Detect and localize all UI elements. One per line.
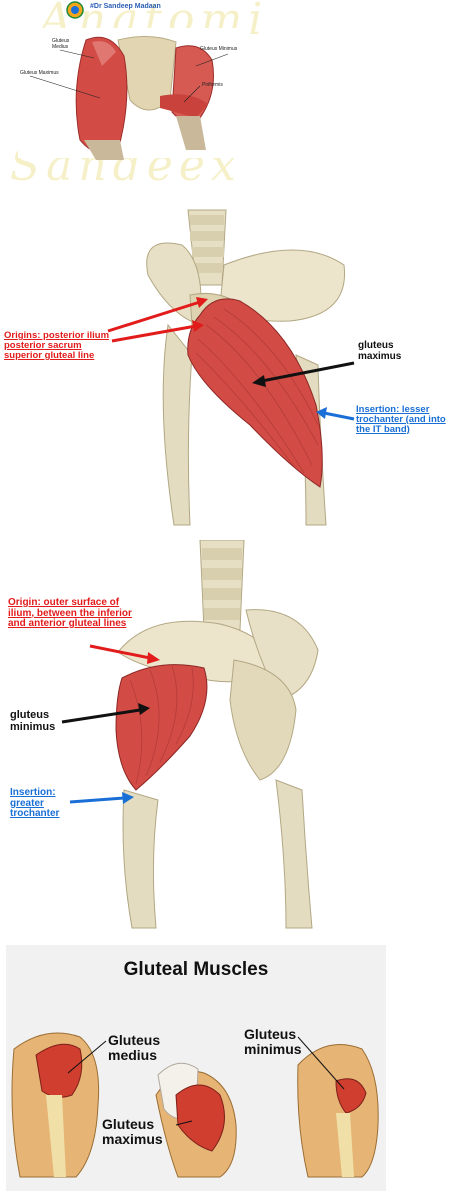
- label-origin-maximus: Origins: posterior ilium posterior sacru…: [4, 330, 110, 361]
- panel-gluteal-muscles-summary: Gluteal Muscles Gluteus medius Gluteus m…: [6, 945, 386, 1191]
- gluteus-minimus-illustration: [61, 540, 319, 929]
- label-insertion-minimus: Insertion: greater trochanter: [10, 787, 60, 819]
- label-origin-minimus: Origin: outer surface of ilium, between …: [8, 597, 132, 629]
- label-insertion-maximus: Insertion: lesser trochanter (and into t…: [356, 404, 446, 435]
- panel-gluteal-overview: Anatomi Sandeex #Dr Sandeep Madaan Glute…: [0, 0, 467, 200]
- credit-text: #Dr Sandeep Madaan: [90, 3, 161, 10]
- label-gluteus-maximus: gluteus maximus: [358, 340, 402, 362]
- label-gluteus-medius: Gluteus medius: [108, 1032, 161, 1063]
- panel-gluteus-minimus: Origin: outer surface of ilium, between …: [0, 540, 467, 930]
- label-gluteus-medius-small: Gluteus Medius: [52, 38, 70, 50]
- label-piriformis-small: Piriformis: [202, 82, 223, 88]
- summary-title: Gluteal Muscles: [123, 959, 269, 980]
- panel-gluteus-maximus: Origins: posterior ilium posterior sacru…: [0, 205, 467, 535]
- gluteal-muscles-illustrations: [11, 1032, 379, 1178]
- pelvis-posterior-illustration: [18, 28, 246, 160]
- logo-icon: [66, 1, 84, 19]
- label-gluteus-minimus-small: Gluteus Minimus: [200, 46, 238, 52]
- label-gluteus-maximus-small: Gluteus Maximus: [20, 70, 59, 76]
- gluteus-maximus-illustration: [107, 209, 355, 526]
- label-gluteus-minimus-summary: Gluteus minimus: [244, 1026, 302, 1057]
- label-gluteus-minimus: gluteus minimus: [10, 709, 56, 733]
- label-gluteus-maximus-summary: Gluteus maximus: [102, 1116, 163, 1147]
